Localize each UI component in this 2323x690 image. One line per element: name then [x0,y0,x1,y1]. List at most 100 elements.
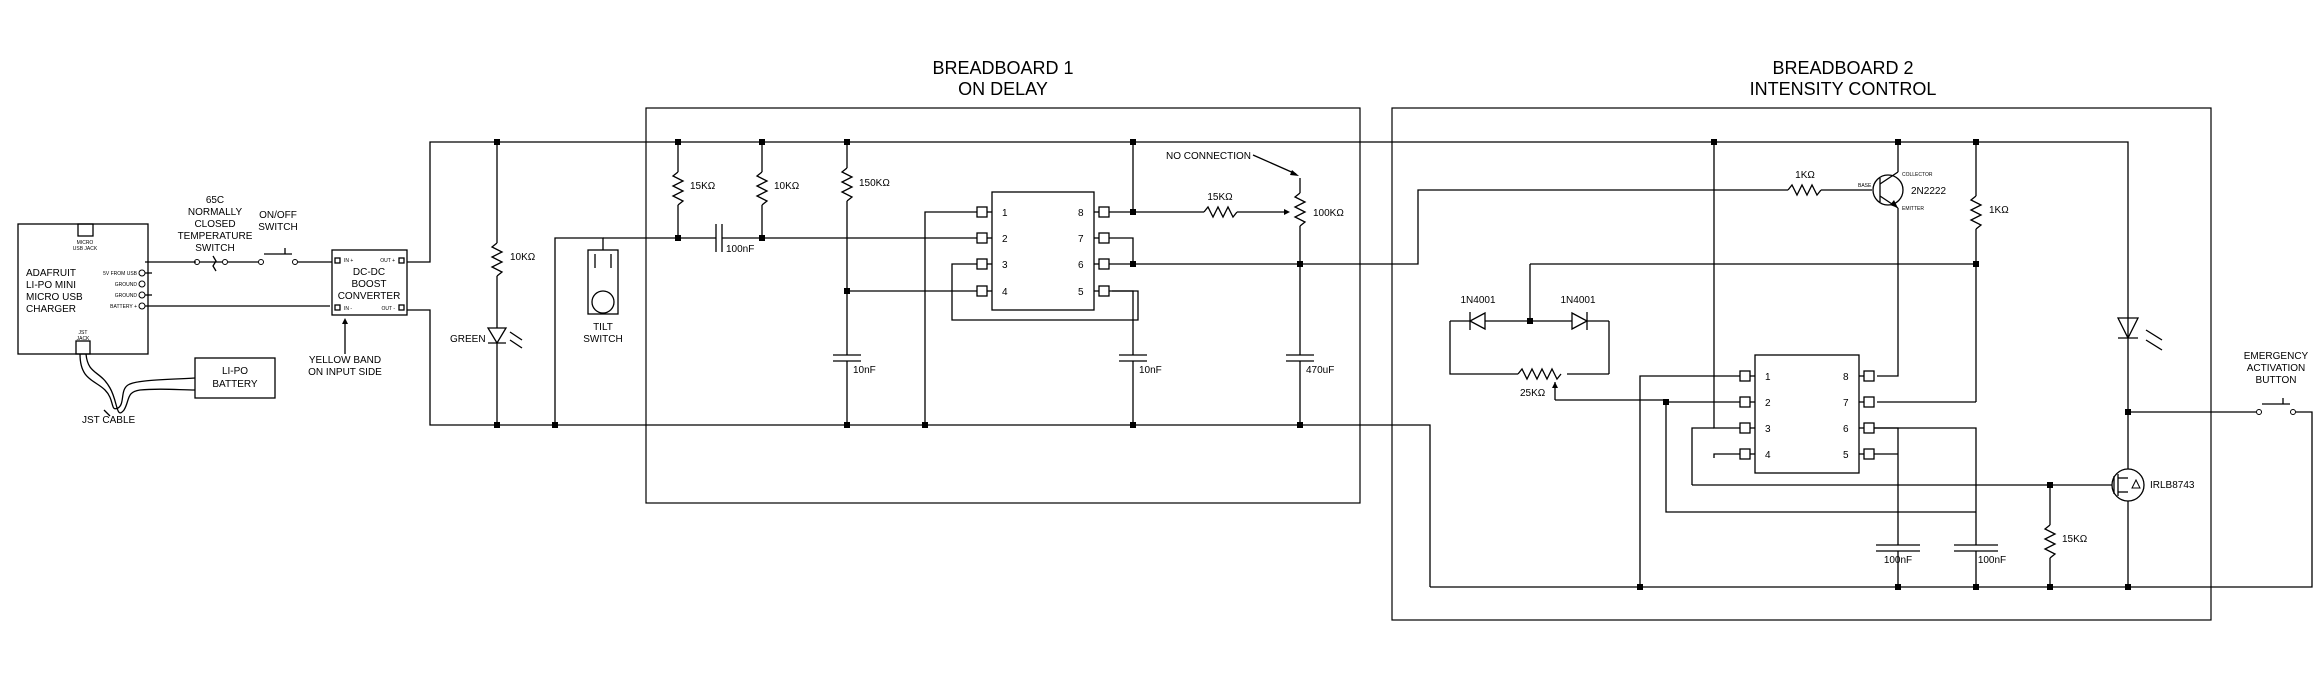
battery-label-2: BATTERY [212,379,258,390]
bb1-pin-2: 2 [1002,234,1008,245]
jst-jack-label-1: JST [79,330,88,336]
bb1-potentiometer [1293,178,1307,264]
temp-switch-label-1: 65C [206,195,224,206]
bb2-r-gate-label: 15KΩ [2062,534,2088,545]
temperature-switch [200,255,228,272]
bb2-load-led [2116,317,2163,351]
tilt-switch [587,249,619,315]
bb1-pin-7: 7 [1078,234,1084,245]
bb2-r-right-label: 1KΩ [1989,205,2009,216]
bb2-timer-ic: 1 2 3 4 8 7 6 5 [1739,354,1875,474]
tilt-label-2: SWITCH [583,334,622,345]
green-led [486,327,523,349]
jst-cable-label: JST CABLE [82,415,135,426]
onoff-switch-label-1: ON/OFF [259,210,297,221]
bb2-t-emitter: EMITTER [1902,206,1924,212]
bb1-c3-label: 470uF [1306,365,1334,376]
boost-converter: DC-DC BOOST CONVERTER IN + IN - OUT + OU… [331,249,408,316]
bb2-d1-label: 1N4001 [1460,295,1495,306]
bb2-pin-3: 3 [1765,424,1771,435]
bb1-title-line2: ON DELAY [958,79,1048,99]
bb2-mosfet-label: IRLB8743 [2150,480,2195,491]
bb1-no-conn-label: NO CONNECTION [1166,151,1251,162]
pin-gnd1-label: GROUND [115,282,138,288]
bb2-pin-7: 7 [1843,398,1849,409]
pin-5v-label: 5V FROM USB [103,271,138,277]
boost-note-2: ON INPUT SIDE [308,367,382,378]
temp-switch-label-2: NORMALLY [188,207,243,218]
bb2-pin-2: 2 [1765,398,1771,409]
junction-dots [494,139,2131,590]
jst-jack-label-2: JACK [77,336,90,342]
boost-label-1: DC-DC [353,267,385,278]
boost-pin-out-plus: OUT + [380,258,395,264]
bb2-t-collector: COLLECTOR [1902,172,1933,178]
bb1-timer-ic: 1 2 3 4 8 7 6 5 [976,191,1110,311]
bb2-pin-8: 8 [1843,372,1849,383]
led-res-label: 10KΩ [510,252,536,263]
boost-note-1: YELLOW BAND [309,355,381,366]
bb1-pin-8: 8 [1078,208,1084,219]
bb2-title-line1: BREADBOARD 2 [1772,58,1913,78]
bb2-diode-1 [1468,311,1486,331]
bb1-c-series-label: 100nF [726,244,754,255]
bb1-c1-label: 10nF [853,365,876,376]
bb2-mosfet [2111,468,2145,502]
bb2-transistor-label: 2N2222 [1911,186,1946,197]
bb1-r2-label: 10KΩ [774,181,800,192]
lipo-charger: MICRO USB JACK ADAFRUIT LI-PO MINI MICRO… [17,223,149,355]
emergency-label-3: BUTTON [2256,375,2297,386]
bb1-pin-4: 4 [1002,287,1008,298]
boost-label-2: BOOST [351,279,386,290]
tilt-label-1: TILT [593,322,613,333]
bb2-r-base-label: 1KΩ [1795,170,1815,181]
bb2-pin-5: 5 [1843,450,1849,461]
boost-label-3: CONVERTER [338,291,401,302]
emergency-label-2: ACTIVATION [2247,363,2306,374]
green-led-label: GREEN [450,334,486,345]
bb1-pin-6: 6 [1078,260,1084,271]
bb2-transistor [1872,171,1904,209]
temp-switch-label-5: SWITCH [195,243,234,254]
battery-label-1: LI-PO [222,366,248,377]
bb2-pot-label: 25KΩ [1520,388,1546,399]
charger-label-3: MICRO USB [26,292,83,303]
charger-label-1: ADAFRUIT [26,268,76,279]
bb2-c2-label: 100nF [1978,555,2006,566]
bb2-t-base: BASE [1858,183,1872,189]
usb-jack-label-1: MICRO [77,240,94,246]
usb-jack-label-2: USB JACK [73,246,98,252]
pin-bat-label: BATTERY + [110,304,137,310]
lipo-battery [194,357,276,399]
bb2-c1-label: 100nF [1884,555,1912,566]
bb1-title-line1: BREADBOARD 1 [932,58,1073,78]
onoff-switch-label-2: SWITCH [258,222,297,233]
bb1-c2-label: 10nF [1139,365,1162,376]
bb2-pin-6: 6 [1843,424,1849,435]
bb2-pin-1: 1 [1765,372,1771,383]
bb1-pin-3: 3 [1002,260,1008,271]
bb1-pin-5: 5 [1078,287,1084,298]
bb2-d2-label: 1N4001 [1560,295,1595,306]
breadboard-1-frame [645,107,1361,504]
pin-gnd2-label: GROUND [115,293,138,299]
temp-switch-label-3: CLOSED [194,219,235,230]
bb2-potentiometer [1517,367,1609,400]
emergency-button [2262,398,2290,405]
bb2-pin-4: 4 [1765,450,1771,461]
bb1-r1-label: 15KΩ [690,181,716,192]
bb1-pin-1: 1 [1002,208,1008,219]
charger-label-4: CHARGER [26,304,76,315]
boost-pin-out-minus: OUT - [381,306,395,312]
breadboard-2-frame [1391,107,2212,621]
boost-pin-in-plus: IN + [344,258,353,264]
onoff-switch [264,248,292,255]
temp-switch-label-4: TEMPERATURE [178,231,253,242]
bb1-r3-label: 150KΩ [859,178,890,189]
boost-pin-in-minus: IN - [344,306,352,312]
charger-label-2: LI-PO MINI [26,280,76,291]
bb1-pot-label: 100KΩ [1313,208,1344,219]
bb2-diode-2 [1571,311,1589,331]
emergency-label-1: EMERGENCY [2244,351,2309,362]
